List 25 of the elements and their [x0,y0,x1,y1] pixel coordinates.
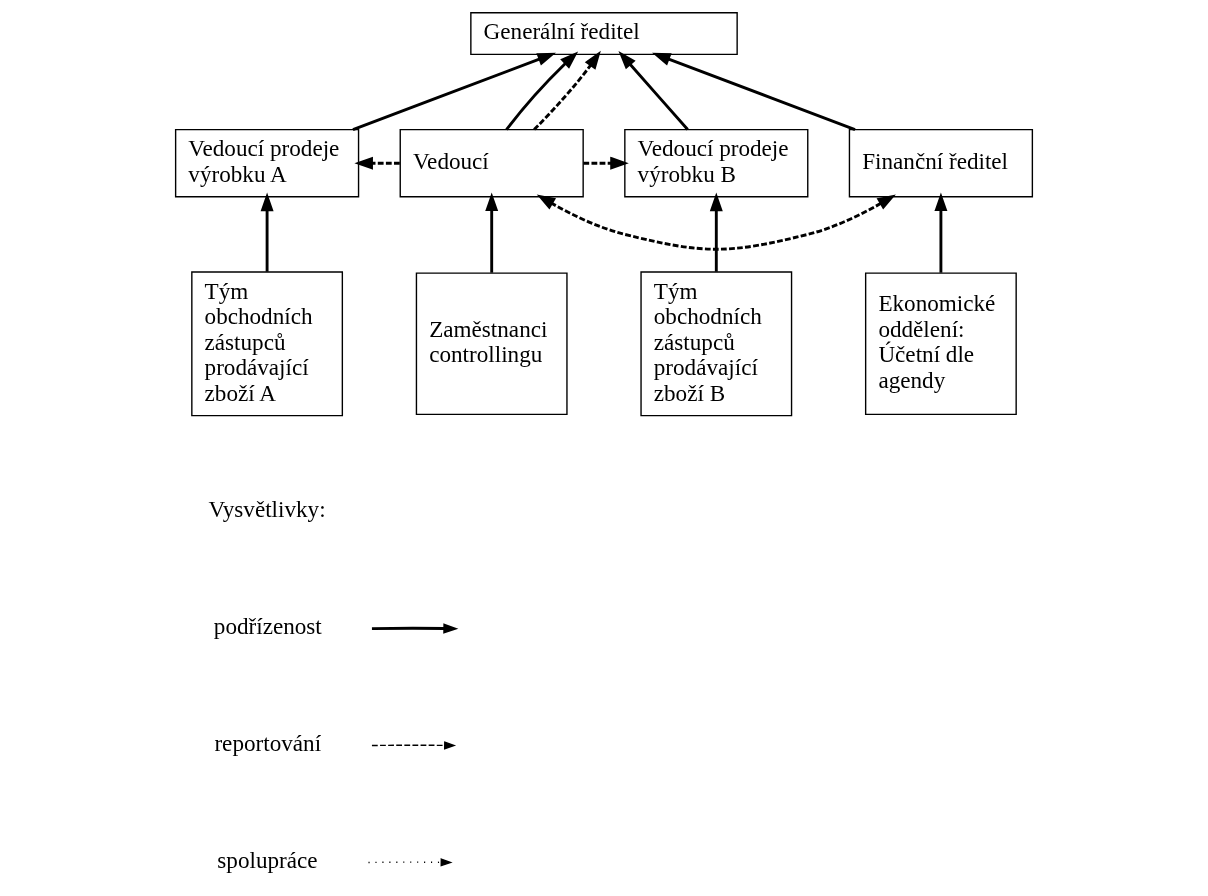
arrow [652,52,856,131]
node-box: Tým obchodních zástupců prodávající zboží B [640,271,793,417]
label: Vysvětlivky: [208,496,326,523]
node-box: Vedoucí prodeje výrobku A [174,128,360,198]
arrow [485,192,499,273]
arrow [583,156,629,170]
arrow [618,51,689,131]
arrow [505,51,579,131]
legend-label: spolupráce [217,847,318,874]
arrow [354,156,400,170]
arrow [533,50,601,131]
arrow [709,192,723,272]
node-box: Zaměstnanci controllingu [415,272,568,416]
node-box: Tým obchodních zástupců prodávající zboží A [191,271,344,417]
legend-label: podřízenost [213,613,322,640]
node-box: Vedoucí [399,128,584,198]
node-box: Finanční ředitel [848,128,1034,198]
node-box: Generální ředitel [470,12,738,56]
arrow [260,192,274,272]
arrow [536,194,896,251]
arrow [352,52,556,131]
arrow [934,192,948,273]
legend-label: reportování [214,730,322,757]
node-box: Vedoucí prodeje výrobku B [624,128,809,198]
node-box: Ekonomické oddělení: Účetní dle agendy [864,272,1017,416]
